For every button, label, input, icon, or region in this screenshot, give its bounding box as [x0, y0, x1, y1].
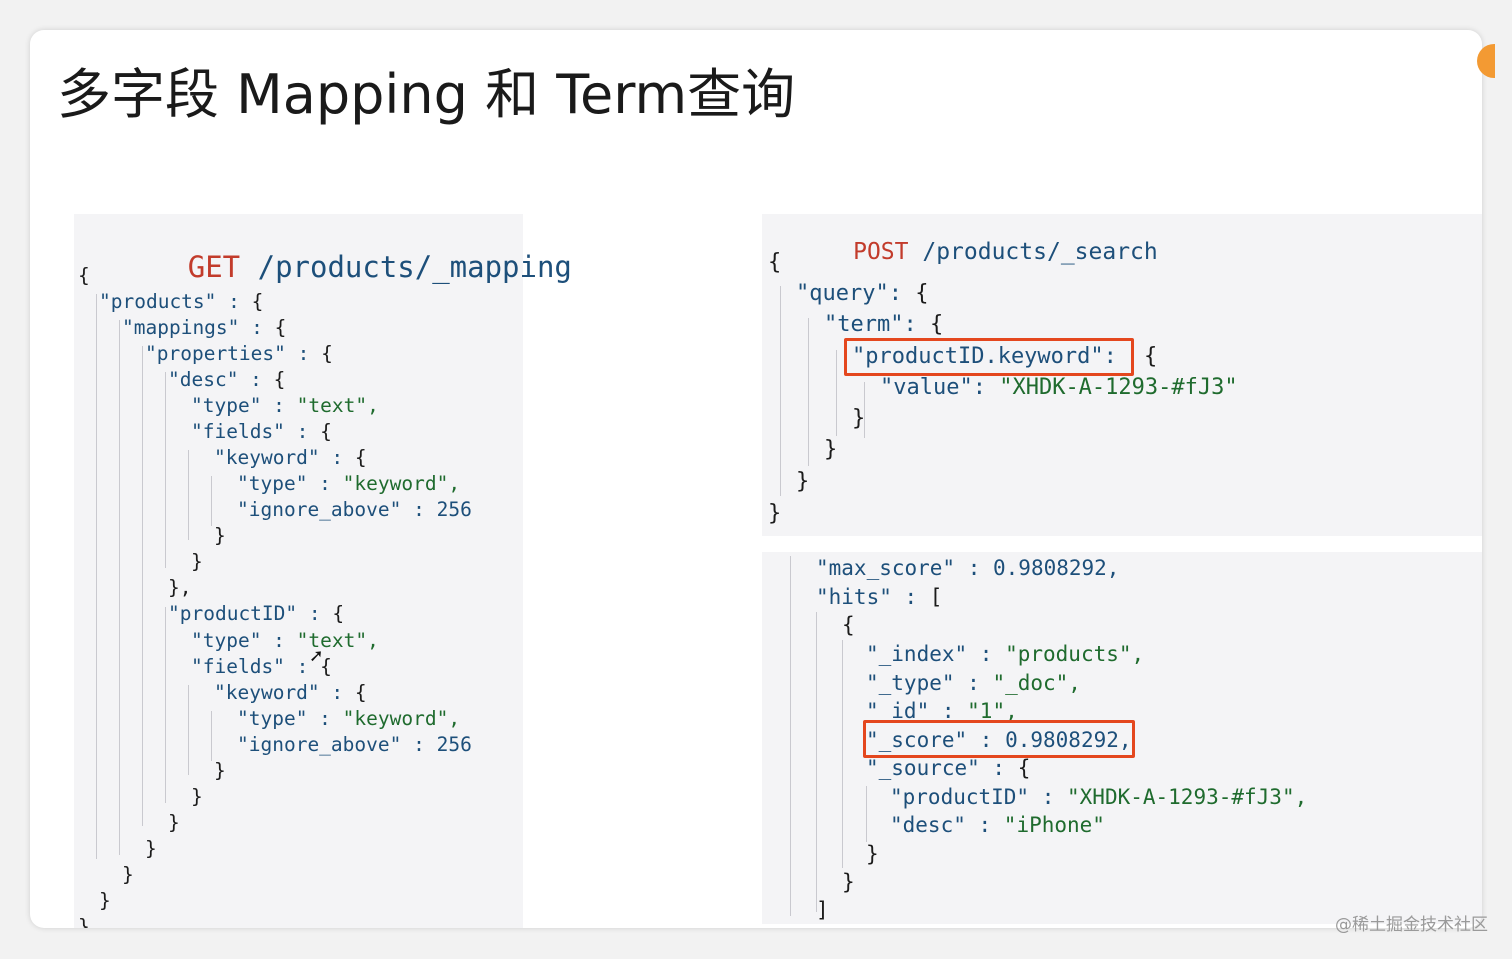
code-line: } [145, 837, 157, 860]
mouse-cursor-icon: ➚ [310, 644, 323, 668]
mapping-request-line: GET /products/_mapping [83, 224, 572, 311]
result-code-panel: "max_score" : 0.9808292, "hits" : [ { "_… [762, 552, 1482, 924]
code-line: "_index" : "products", [866, 642, 1145, 666]
watermark: @稀土掘金技术社区 [1335, 915, 1488, 935]
score-highlight [863, 720, 1135, 758]
code-line: "productID" : { [168, 602, 345, 625]
code-line: } [99, 889, 111, 912]
code-line: "type" : "text", [191, 394, 379, 417]
code-line: ] [816, 898, 829, 922]
code-line: } [191, 785, 203, 808]
code-line: "keyword" : { [214, 446, 367, 469]
code-line: "fields" : { [191, 420, 332, 443]
keyword-field-highlight [844, 338, 1134, 376]
query-request-line: POST /products/_search [770, 218, 1158, 287]
code-line: "keyword" : { [214, 681, 367, 704]
query-path: /products/_search [922, 239, 1158, 265]
code-line: "query": { [796, 281, 929, 306]
code-line: "ignore_above" : 256 [237, 733, 472, 756]
code-line: "productID" : "XHDK-A-1293-#fJ3", [890, 785, 1308, 809]
code-line: "_source" : { [866, 756, 1031, 780]
code-line: } [824, 437, 838, 462]
code-line: "properties" : { [145, 342, 333, 365]
code-line: "desc" : { [168, 368, 286, 391]
code-line: "term": { [824, 312, 944, 337]
slide-title: 多字段 Mapping 和 Term查询 [57, 63, 796, 126]
code-line: "products" : { [99, 290, 264, 313]
orange-tab-marker [1477, 44, 1495, 78]
code-line: } [866, 842, 879, 866]
code-line: "fields" : { [191, 655, 332, 678]
code-line: "productID.keyword": [852, 344, 1117, 369]
code-line: "value": "XHDK-A-1293-#fJ3" [880, 375, 1238, 400]
code-line: "_id" : "1", [866, 699, 1018, 723]
code-line: } [842, 870, 855, 894]
code-line: "type" : "keyword", [237, 707, 461, 730]
code-line: { [1144, 344, 1158, 369]
code-line: { [842, 613, 855, 637]
code-line: }, [168, 576, 192, 599]
mapping-code-panel: GET /products/_mapping { "products" : { … [74, 214, 572, 928]
mapping-method: GET [187, 250, 241, 284]
code-line: "type" : "keyword", [237, 472, 461, 495]
code-line: { [78, 264, 90, 287]
code-line: "ignore_above" : 256 [237, 498, 472, 521]
code-line: } [168, 811, 180, 834]
code-line: "hits" : [ [816, 585, 943, 609]
code-line: } [214, 759, 226, 782]
query-method: POST [853, 239, 909, 265]
code-line: "_score" : 0.9808292, [866, 728, 1132, 752]
query-code-panel: POST /products/_search { "query": { "ter… [762, 214, 1482, 536]
code-line: "mappings" : { [122, 316, 287, 339]
mapping-path: /products/_mapping [257, 250, 572, 284]
code-line: } [191, 550, 203, 573]
code-line: } [78, 915, 90, 928]
code-line: "desc" : "iPhone" [890, 813, 1105, 837]
code-line: "type" : "text", [191, 629, 379, 652]
code-line: } [214, 524, 226, 547]
code-line: "_type" : "_doc", [866, 671, 1081, 695]
code-line: "max_score" : 0.9808292, [816, 556, 1120, 580]
code-line: } [852, 406, 866, 431]
slide: 多字段 Mapping 和 Term查询 GET /products/_mapp… [30, 30, 1482, 928]
code-line: } [122, 863, 134, 886]
code-line: } [796, 469, 810, 494]
code-line: } [768, 501, 782, 526]
code-line: { [768, 250, 782, 275]
